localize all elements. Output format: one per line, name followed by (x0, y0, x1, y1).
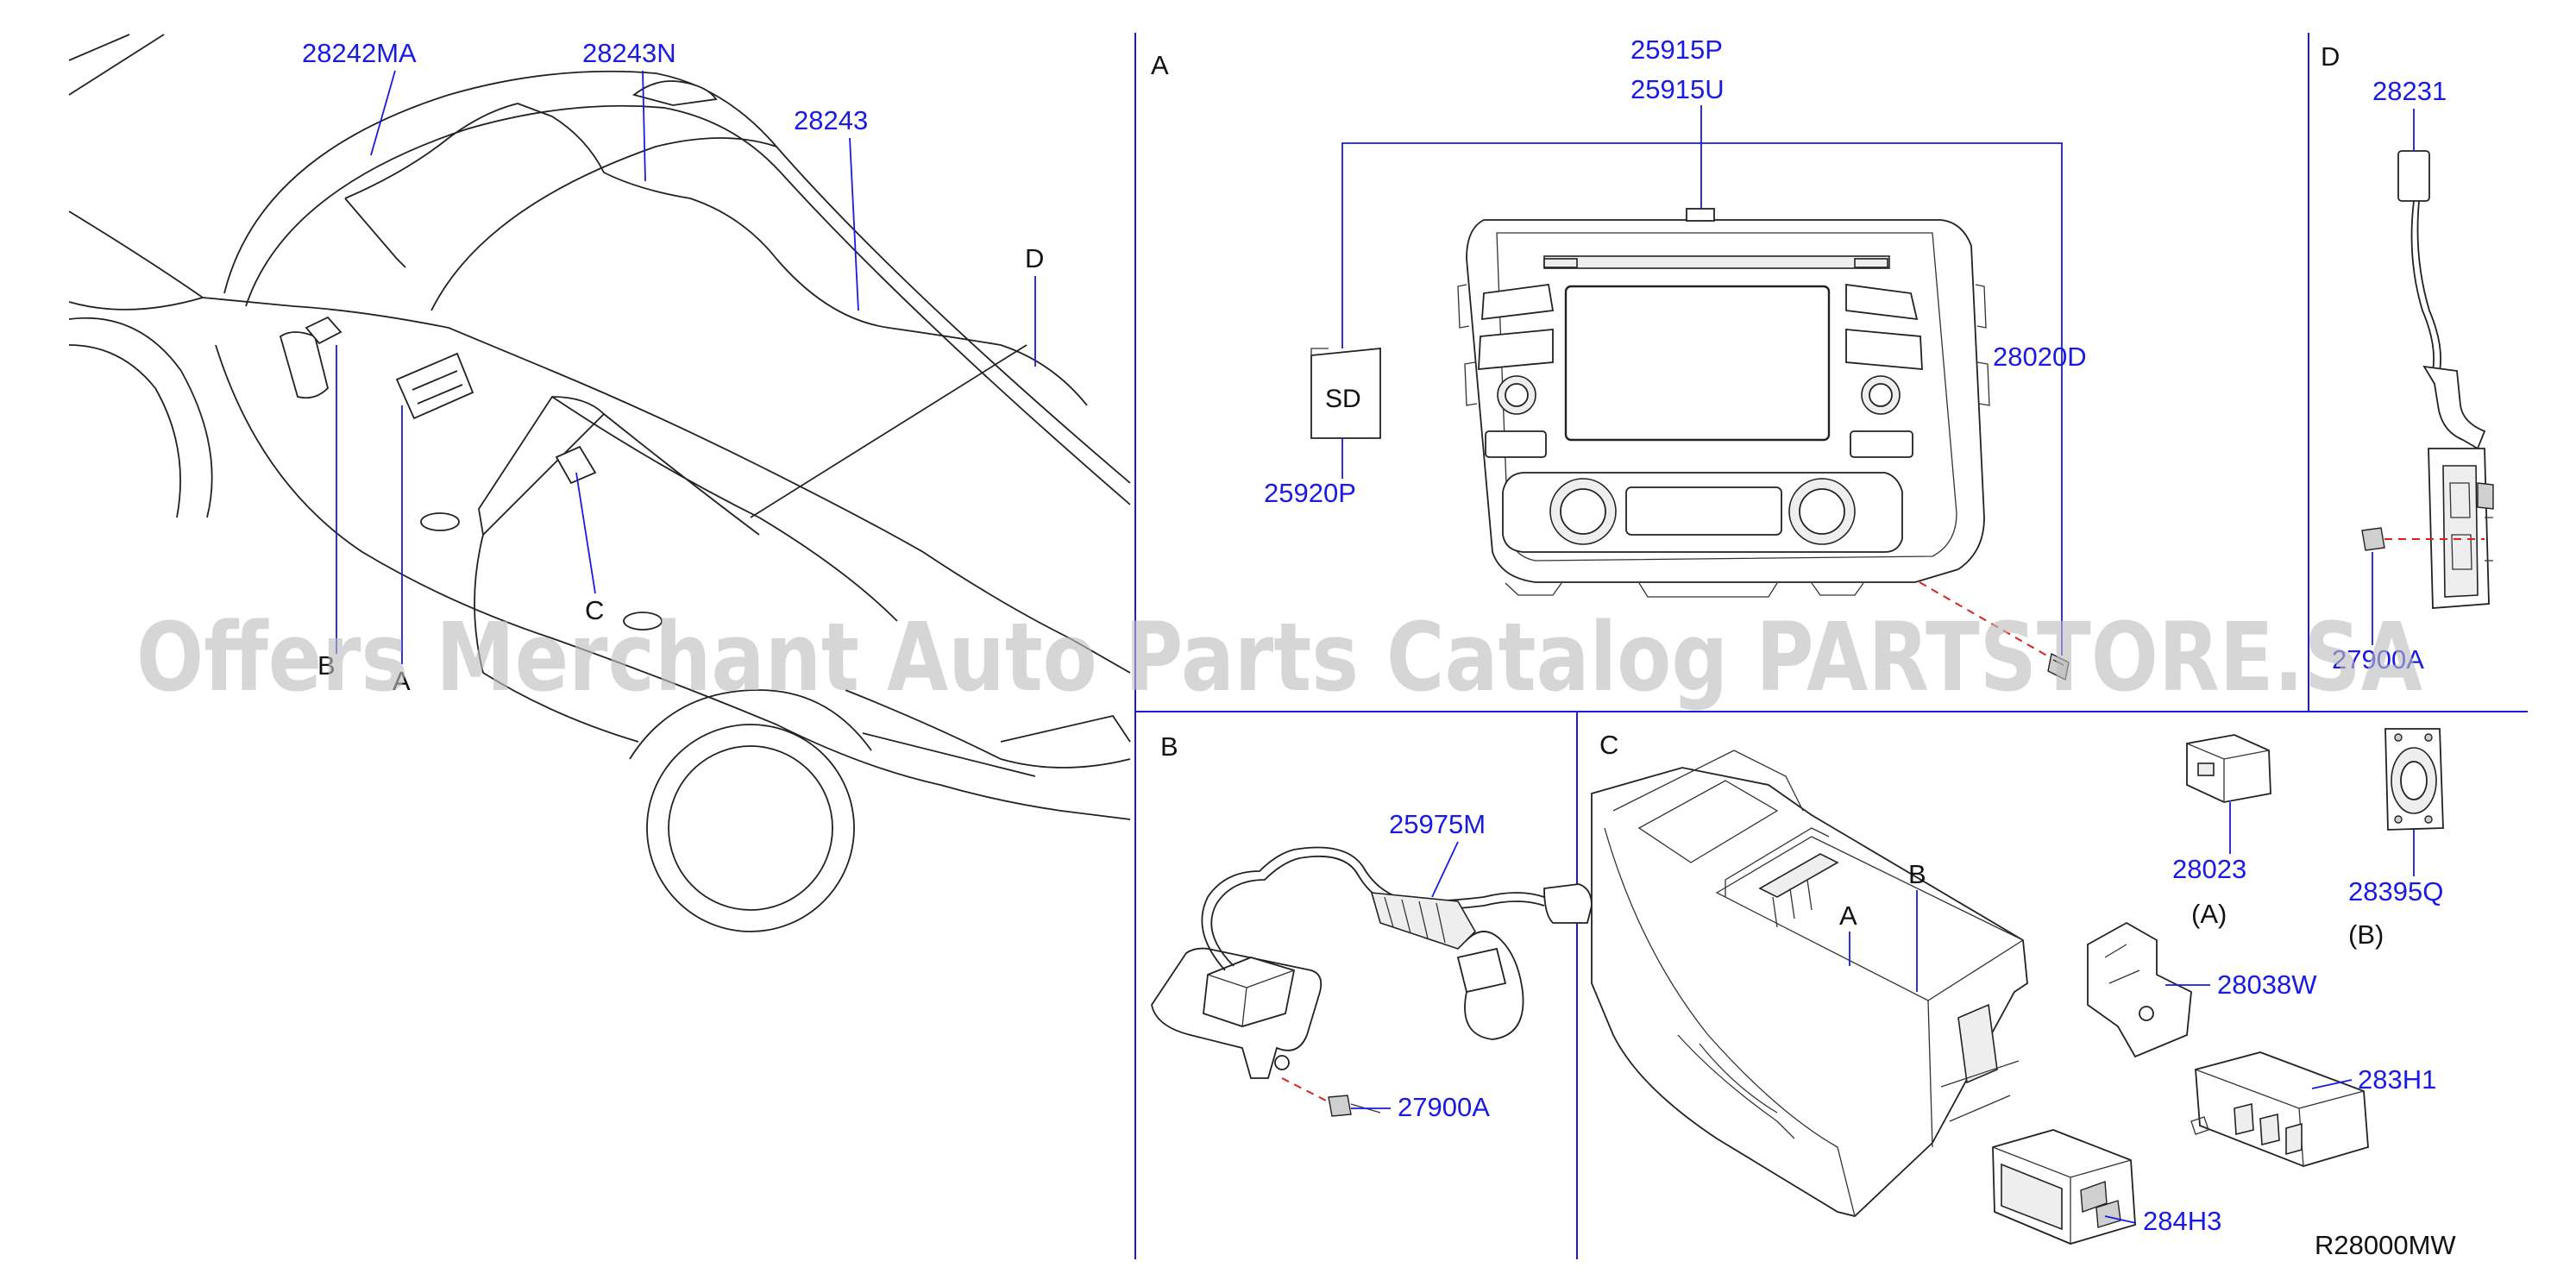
part-label-28395q: 28395Q (2348, 876, 2443, 907)
variant-b: (B) (2348, 919, 2384, 950)
part-label-27900a-b: 27900A (1398, 1092, 1490, 1122)
callout-b: B (317, 650, 336, 681)
callout-a: A (393, 666, 411, 696)
panel-b-letter: B (1160, 731, 1178, 762)
part-label-25975m: 25975M (1389, 809, 1486, 839)
part-label-28243: 28243 (794, 105, 868, 135)
part-label-28231: 28231 (2372, 76, 2447, 106)
panel-dividers (1134, 33, 2528, 1259)
part-label-283h1: 283H1 (2358, 1064, 2436, 1095)
callout-c: C (585, 595, 604, 625)
panel-c-labels: A B 28023 (A) 28395Q (B) 28038W 283H1 28… (1839, 802, 2443, 1236)
part-label-28242ma: 28242MA (302, 38, 417, 68)
part-label-25915u: 25915U (1630, 74, 1725, 104)
head-unit-drawing (1457, 208, 1990, 598)
screw-d (2361, 527, 2485, 551)
part-label-27900a-d: 27900A (2332, 644, 2424, 675)
part-label-25915p: 25915P (1630, 35, 1723, 65)
screw-b (1281, 1077, 1381, 1117)
watermark-text: Offers Merchant Auto Parts Catalog PARTS… (136, 602, 2422, 712)
variant-a: (A) (2191, 899, 2227, 929)
part-label-284h3: 284H3 (2143, 1206, 2221, 1236)
sd-card: SD (1310, 348, 1381, 439)
usb-module-28023 (2186, 734, 2271, 803)
part-label-28023: 28023 (2172, 854, 2246, 884)
switch-28395q (2384, 728, 2444, 831)
console-drawing (1591, 750, 2028, 1217)
panel-d-letter: D (2321, 41, 2340, 72)
panel-a-letter: A (1151, 50, 1169, 80)
sd-card-label: SD (1325, 385, 1361, 413)
callout-d: D (1025, 243, 1044, 273)
part-label-28020d: 28020D (1993, 342, 2087, 372)
bracket-28038w (2087, 921, 2192, 1058)
usb-hub-284h3 (1992, 1129, 2136, 1245)
console-ref-a: A (1839, 900, 1857, 931)
part-label-28243n: 28243N (582, 38, 676, 68)
panel-d-labels: 28231 27900A (2332, 76, 2447, 675)
screw-a (1919, 581, 2070, 681)
console-ref-b: B (1908, 859, 1926, 889)
panel-b-labels: 25975M 27900A (1351, 809, 1490, 1122)
drawing-code: R28000MW (2315, 1230, 2456, 1260)
usb-cable-drawing (2397, 150, 2494, 609)
overview-labels: 28242MA 28243N 28243 D C B A (302, 38, 1044, 696)
part-label-28038w: 28038W (2217, 969, 2317, 1000)
car-overview-drawing (68, 34, 1131, 932)
panel-c-letter: C (1599, 730, 1618, 760)
mic-harness-drawing (1151, 846, 1593, 1079)
module-283h1 (2190, 1051, 2369, 1167)
part-label-25920p: 25920P (1264, 478, 1356, 508)
panel-a-labels: 25915P 25915U 28020D 25920P (1264, 35, 2087, 656)
